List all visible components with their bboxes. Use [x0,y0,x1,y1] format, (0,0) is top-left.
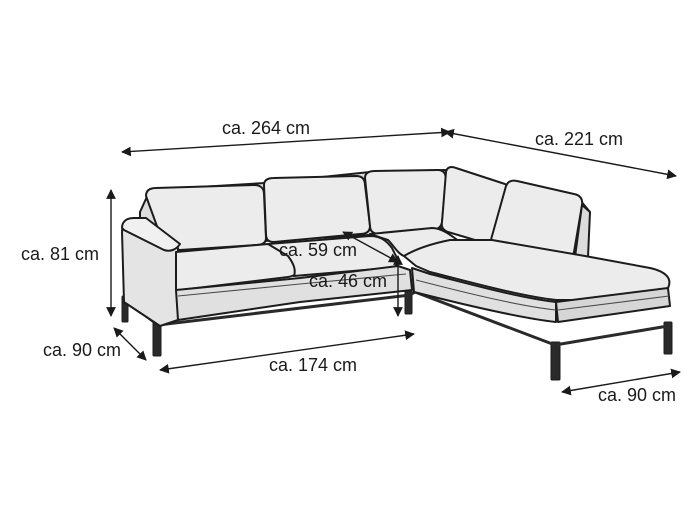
leg-center [404,287,413,315]
back-cushion-2 [263,175,371,243]
label-depth-left: ca. 90 cm [43,340,121,360]
dim-line-total-depth-right [444,128,677,180]
left-armrest-top [121,217,181,252]
dim-line-front-length [159,330,415,374]
dim-line-chaise-width [561,368,681,396]
chaise-side [555,287,671,323]
chaise-seat-cushion [403,239,671,301]
label-seat-height: ca. 46 cm [309,271,387,291]
dimension-lines [106,127,681,396]
leg-chaise-front [550,341,561,381]
label-seat-depth: ca. 59 cm [279,240,357,260]
label-total-depth-right: ca. 221 cm [535,129,623,149]
dim-line-seat-depth [342,231,399,263]
label-total-width: ca. 264 cm [222,118,310,138]
back-cushion-3 [364,169,447,235]
sofa-legs [121,287,673,381]
leg-chaise-right [663,321,673,355]
chaise-front [411,267,557,323]
dimension-labels: ca. 264 cm ca. 221 cm ca. 81 cm ca. 59 c… [21,118,676,405]
label-height: ca. 81 cm [21,244,99,264]
label-chaise-width: ca. 90 cm [598,385,676,405]
label-front-length: ca. 174 cm [269,355,357,375]
corner-sofa-illustration [121,166,673,381]
dim-line-total-width [121,127,451,157]
dim-line-depth-left [113,327,147,361]
